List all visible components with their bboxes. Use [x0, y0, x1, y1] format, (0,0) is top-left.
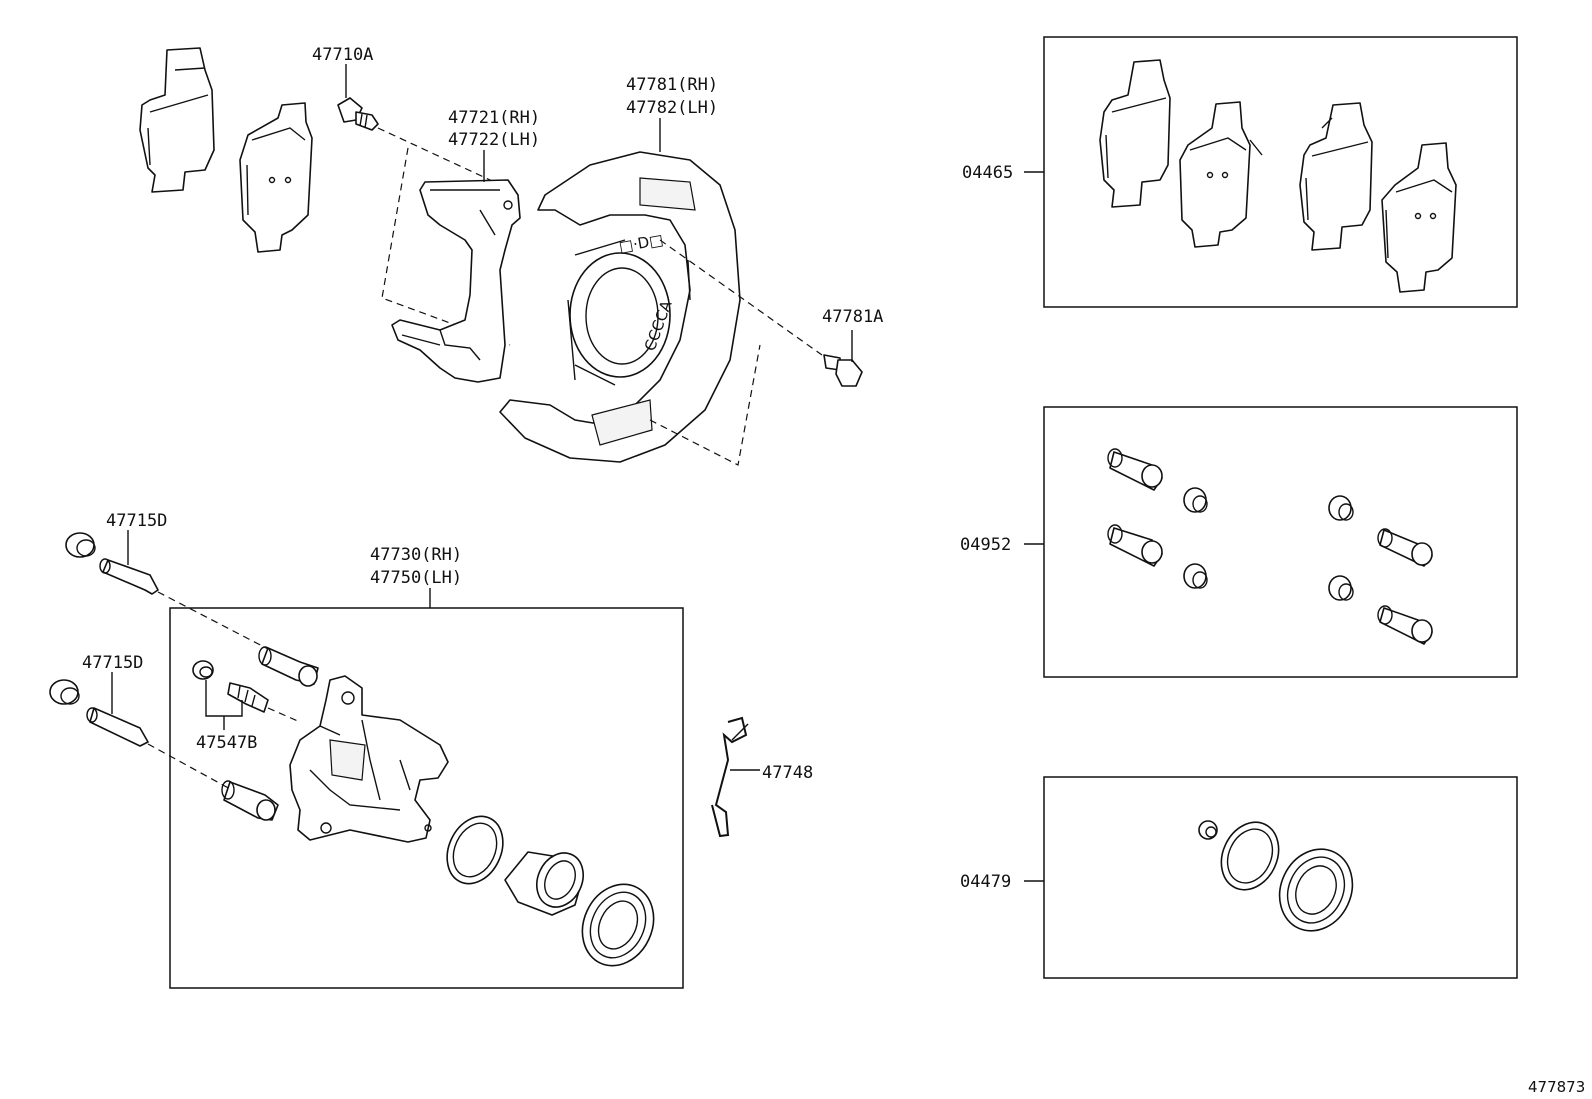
caliper-assembly-box — [169, 607, 684, 989]
seal-kit-box — [1043, 776, 1518, 979]
kit-bleeder-cap — [1198, 820, 1218, 840]
bolt-47781A — [823, 330, 863, 387]
kit-pad-1 — [1099, 59, 1171, 208]
boot-47715D-top — [65, 532, 96, 558]
kit-sleeve-4 — [1377, 605, 1433, 645]
piston — [504, 851, 584, 916]
label-47547B: 47547B — [196, 733, 257, 753]
bleeder-screw-47547B — [227, 682, 269, 713]
label-04479: 04479 — [960, 872, 1011, 892]
caliper-bracket-47721 — [391, 179, 521, 383]
kit-sleeve-3 — [1377, 528, 1433, 567]
sleeve-lower — [221, 780, 279, 821]
kit-sleeve-1 — [1107, 448, 1163, 491]
label-47781: 47781(RH) — [626, 75, 718, 95]
brake-pad-left — [139, 47, 215, 193]
label-04952: 04952 — [960, 535, 1011, 555]
pin-47715D-top — [99, 558, 159, 595]
caliper-body — [289, 675, 449, 843]
kit-boot-1 — [1183, 487, 1208, 513]
bleeder-cap-47547B — [192, 660, 214, 680]
leader-47547B — [205, 680, 243, 730]
dashed-guide-shield — [649, 239, 823, 466]
piston-seal — [446, 815, 504, 885]
kit-pad-3 — [1299, 102, 1373, 251]
svg-text:□·D□: □·D□ — [618, 230, 665, 255]
label-47715D-bottom: 47715D — [82, 653, 143, 673]
label-47722: 47722(LH) — [448, 130, 540, 150]
pin-kit-box — [1043, 406, 1518, 678]
kit-pad-4 — [1381, 142, 1457, 293]
label-04465: 04465 — [962, 163, 1013, 183]
boot-47715D-bottom — [49, 679, 80, 705]
label-47750: 47750(LH) — [370, 568, 462, 588]
pin-47715D-bottom — [86, 707, 149, 747]
label-47782: 47782(LH) — [626, 98, 718, 118]
sleeve-upper — [258, 646, 319, 687]
kit-boot-3 — [1328, 495, 1354, 521]
label-47721: 47721(RH) — [448, 108, 540, 128]
diagram-ref-number: 477873 — [1528, 1078, 1585, 1096]
brake-pad-right — [239, 102, 313, 253]
kit-boot-2 — [1183, 563, 1208, 589]
label-47710A: 47710A — [312, 45, 373, 65]
kit-boot-4 — [1328, 575, 1354, 601]
label-47730: 47730(RH) — [370, 545, 462, 565]
dust-shield-47781: □·D□ CCCCA — [499, 151, 741, 463]
piston-boot — [581, 883, 655, 967]
kit-pad-2 — [1179, 101, 1263, 248]
label-47781A: 47781A — [822, 307, 883, 327]
kit-seal-ring — [1220, 821, 1280, 891]
kit-sleeve-2 — [1107, 524, 1163, 567]
label-47748: 47748 — [762, 763, 813, 783]
bolt-47710A — [337, 64, 379, 131]
clip-47748 — [711, 716, 760, 838]
label-47715D-top: 47715D — [106, 511, 167, 531]
kit-boot-ring — [1278, 848, 1354, 932]
